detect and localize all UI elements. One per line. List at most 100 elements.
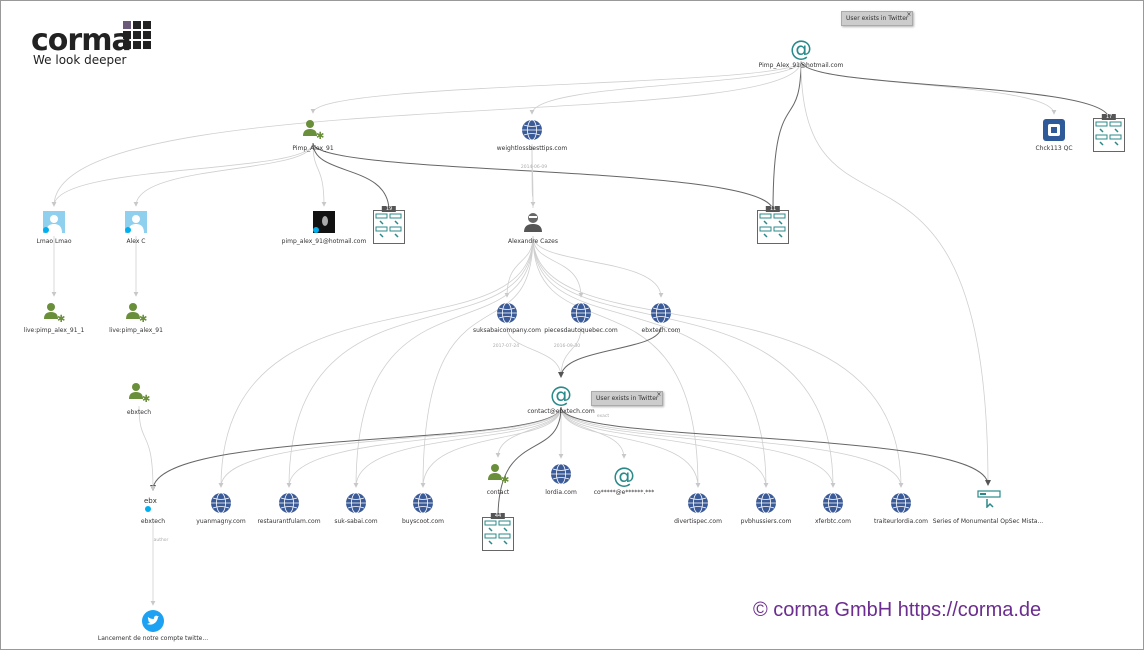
count-grid-icon[interactable] [757,210,789,248]
svg-text:✱: ✱ [139,314,147,323]
globe-icon[interactable] [278,492,300,518]
email-icon[interactable]: @ [788,36,814,66]
edge-label-date: 2014-06-09 [520,165,548,170]
svg-text:✱: ✱ [142,394,150,403]
edge-line [560,406,769,488]
globe-icon[interactable] [687,492,709,518]
node-label-live2: live:pimp_alex_91 [109,327,163,334]
edge-line [504,235,534,298]
edge-label-author: author [153,538,169,543]
node-label-root-email: Pimp_Alex_91@hotmail.com [758,62,844,69]
node-label-weightloss: weightlossbesttips.com [496,145,568,152]
node-label-contact-email: contact@ebxtech.com [527,408,595,415]
globe-icon[interactable] [521,119,543,145]
edge-label-match: exact [596,414,610,419]
globe-icon[interactable] [550,463,572,489]
count-badge: 17 [1101,114,1117,120]
logo-icon[interactable]: ebx [142,495,164,517]
node-label-series: Series of Monumental OpSec Mista... [932,518,1044,525]
anon-icon[interactable] [522,211,544,237]
node-label-lmao: Lmao Lmao [36,238,72,245]
edge-line [312,142,776,212]
edge-line [532,235,769,488]
node-label-contact-user: contact [486,489,510,496]
edge-line [558,326,662,378]
avatar-icon[interactable] [125,211,147,237]
person-icon[interactable]: ✱ [487,462,509,488]
close-icon[interactable]: × [656,391,662,398]
svg-text:✱: ✱ [501,475,509,484]
edge-line [529,145,535,209]
edge-line [495,406,562,458]
node-label-divertis: divertispec.com [674,518,722,525]
node-label-masked-email: co*****@e******.*** [593,489,655,496]
node-label-twitter-post: Lancement de notre compte twitte... [97,635,209,642]
globe-icon[interactable] [496,302,518,328]
edge-line [529,60,802,115]
edge-line [532,235,904,488]
edge-line [218,406,562,488]
person-icon[interactable]: ✱ [43,301,65,327]
svg-text:✱: ✱ [316,131,324,140]
edge-line [353,406,562,488]
brand-tagline: We look deeper [33,53,127,67]
copyright-text: © corma GmbH https://corma.de [753,599,1042,621]
node-label-suksabai2: suk-sabai.com [334,518,378,525]
globe-icon[interactable] [570,302,592,328]
globe-icon[interactable] [345,492,367,518]
node-label-pvbhussiers: pvbhussiers.com [740,518,792,525]
edge-line [800,60,991,486]
count-grid-icon[interactable] [482,517,514,555]
edge-line [560,406,904,488]
edge-line [51,142,314,207]
svg-text:@: @ [613,464,635,489]
count-badge: 11 [765,206,781,212]
count-grid-icon[interactable] [373,210,405,248]
email-icon[interactable]: @ [611,463,637,493]
globe-icon[interactable] [822,492,844,518]
edge-line [312,142,392,212]
node-label-suksabai: suksabaicompany.com [473,327,541,334]
edge-label-date: 2016-09-30 [553,344,581,349]
edge-line [558,326,582,378]
globe-icon[interactable] [412,492,434,518]
edge-line [420,235,534,488]
app-icon[interactable] [1043,119,1065,145]
globe-icon[interactable] [210,492,232,518]
email-icon[interactable]: @ [548,382,574,412]
edge-line [286,235,534,488]
edge-line [218,235,534,488]
node-label-restaurant: restaurantfulam.com [257,518,321,525]
close-icon[interactable]: × [906,11,912,18]
photo-icon[interactable] [313,211,335,237]
count-grid-icon[interactable] [1093,118,1125,156]
node-label-ebxtech-site: ebxtech.com [641,327,681,334]
globe-icon[interactable] [755,492,777,518]
avatar-icon[interactable] [43,211,65,237]
twitter-tooltip-contact: User exists in Twitter× [591,391,664,406]
node-label-pimp-email2: pimp_alex_91@hotmail.com [281,238,367,245]
corma-logo: corma [31,21,151,58]
person-icon[interactable]: ✱ [128,381,150,407]
edge-line [495,406,562,519]
doc-icon[interactable] [977,490,1001,512]
node-label-live1: live:pimp_alex_91_1 [23,327,85,334]
edge-line [800,60,1112,120]
edge-line [133,142,314,207]
node-label-yuanmagny: yuanmagny.com [196,518,246,525]
svg-text:@: @ [550,383,572,408]
twitter-icon[interactable] [142,610,164,636]
person-icon[interactable]: ✱ [125,301,147,327]
edge-line [532,235,836,488]
edge-line [312,142,327,207]
edge-line [506,326,564,378]
globe-icon[interactable] [650,302,672,328]
person-icon[interactable]: ✱ [302,118,324,144]
node-label-pieces: piecesdautoquebec.com [544,327,618,334]
edge-line [286,406,562,488]
edge-line [150,406,562,491]
edge-label-date: 2017-07-24 [492,344,520,349]
globe-icon[interactable] [890,492,912,518]
